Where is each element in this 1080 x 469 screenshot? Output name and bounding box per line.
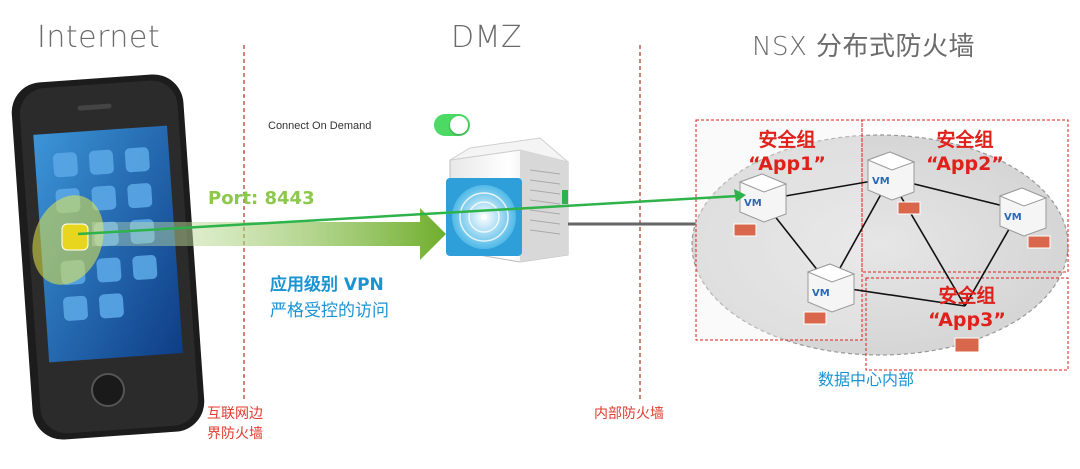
group-app2-box (861, 119, 1069, 273)
vm-text-4: VM (812, 288, 830, 299)
vpn-big-arrow (92, 208, 446, 260)
smartphone (11, 74, 205, 440)
perimeter-firewall-label: 互联网边 界防火墙 (207, 404, 263, 444)
vm-node-4: VM (803, 263, 856, 325)
security-group-app3-title: 安全组 (938, 285, 996, 307)
connect-on-demand-toggle[interactable] (434, 114, 470, 136)
vm-node-5 (954, 337, 980, 353)
connect-on-demand-label: Connect On Demand (268, 120, 372, 132)
dmz-server (446, 137, 569, 263)
green-flow-arrow (77, 194, 739, 236)
vpn-title: 应用级别 VPN (270, 275, 384, 295)
security-group-app1: 安全组 “App1” (742, 128, 832, 176)
toggle-knob (450, 116, 468, 134)
vpn-subtitle: 严格受控的访问 (270, 301, 389, 321)
vm-node-2: VM (866, 151, 921, 215)
internal-firewall-label: 内部防火墙 (594, 406, 664, 422)
vm-text-2: VM (872, 176, 890, 187)
vm-node-1: VM (733, 173, 788, 237)
group-app3-box (865, 277, 1069, 371)
security-group-app2-name: “App2” (926, 153, 1004, 175)
zone-internet-title: Internet (37, 20, 161, 55)
perimeter-firewall-label-line2: 界防火墙 (207, 426, 263, 442)
security-group-app1-title: 安全组 (758, 129, 816, 151)
vm-text-1: VM (744, 198, 762, 209)
vm-text-3: VM (1004, 212, 1022, 223)
port-label: Port: 8443 (208, 188, 315, 209)
perimeter-firewall-label-line1: 互联网边 (207, 406, 263, 422)
security-group-app3-name: “App3” (928, 309, 1006, 331)
connect-on-demand-row: Connect On Demand (262, 112, 472, 140)
datacenter-label: 数据中心内部 (818, 370, 915, 389)
vm-node-3: VM (998, 187, 1051, 249)
zone-nsx-title: NSX 分布式防火墙 (752, 32, 976, 62)
security-group-app2: 安全组 “App2” (920, 128, 1010, 176)
security-group-app3: 安全组 “App3” (922, 284, 1012, 332)
zone-dmz-title: DMZ (451, 20, 523, 55)
security-group-app1-name: “App1” (748, 153, 826, 175)
security-group-app2-title: 安全组 (936, 129, 994, 151)
